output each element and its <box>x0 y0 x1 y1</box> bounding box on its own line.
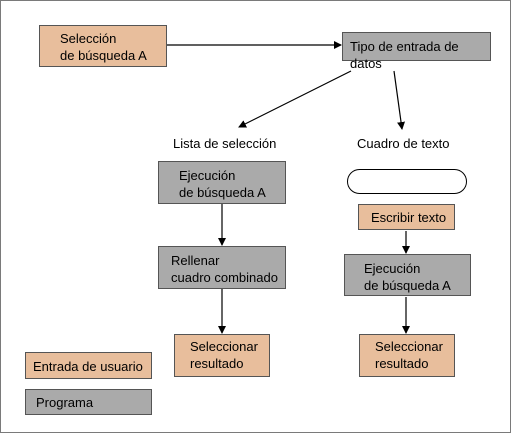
arrow-tipo-to-cuadro <box>393 70 406 130</box>
node-ejecucion-busqueda-a-left: Ejecución de búsqueda A <box>158 161 286 204</box>
node-seleccion-busqueda-a: Selección de búsqueda A <box>39 25 167 67</box>
node-tipo-entrada-datos: Tipo de entrada de datos <box>342 32 491 71</box>
node-ejecucion-busqueda-a-right: Ejecución de búsqueda A <box>344 254 471 296</box>
legend-user-input: Entrada de usuario <box>25 352 152 379</box>
node-seleccionar-resultado-right: Seleccionar resultado <box>359 334 455 377</box>
legend-program: Programa <box>25 389 152 415</box>
text-box-shape <box>347 169 467 194</box>
arrow-tipo-to-lista <box>238 70 352 128</box>
node-rellenar-cuadro: Rellenar cuadro combinado <box>158 246 286 289</box>
label-lista-seleccion: Lista de selección <box>173 136 277 151</box>
node-seleccionar-resultado-left: Seleccionar resultado <box>174 334 270 377</box>
label-cuadro-texto: Cuadro de texto <box>357 136 450 151</box>
node-escribir-texto: Escribir texto <box>358 204 455 230</box>
